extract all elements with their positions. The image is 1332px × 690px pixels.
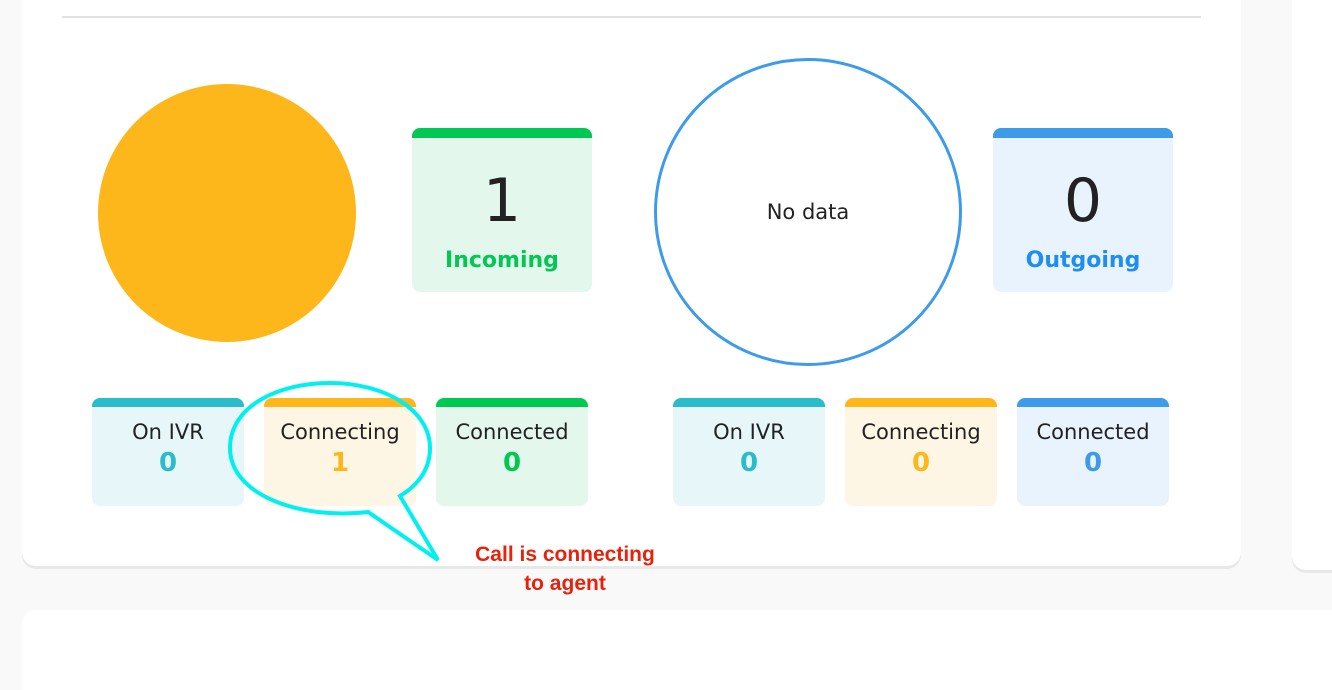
stat-value: 1: [330, 448, 350, 478]
card-accent-bar: [412, 128, 592, 138]
incoming-total-card: 1 Incoming: [412, 128, 592, 292]
stat-label: On IVR: [713, 420, 785, 444]
incoming-connecting-card: Connecting 1: [264, 398, 416, 506]
card-accent-bar: [845, 398, 997, 407]
card-accent-bar: [1017, 398, 1169, 407]
card-accent-bar: [92, 398, 244, 407]
card-accent-bar: [673, 398, 825, 407]
outgoing-label: Outgoing: [1025, 248, 1141, 273]
incoming-label: Incoming: [445, 248, 559, 273]
annotation-line-2: to agent: [524, 572, 606, 595]
stat-value: 0: [739, 448, 759, 478]
stat-value: 0: [502, 448, 522, 478]
incoming-on-ivr-card: On IVR 0: [92, 398, 244, 506]
card-accent-bar: [264, 398, 416, 407]
divider: [62, 16, 1201, 18]
annotation-note: Call is connecting to agent: [440, 540, 690, 598]
incoming-count: 1: [482, 166, 522, 236]
stat-label: Connected: [455, 420, 569, 444]
stat-value: 0: [158, 448, 178, 478]
side-card: [1292, 0, 1332, 570]
outgoing-count: 0: [1063, 166, 1103, 236]
stat-label: Connected: [1036, 420, 1150, 444]
outgoing-connected-card: Connected 0: [1017, 398, 1169, 506]
stat-label: Connecting: [861, 420, 981, 444]
incoming-connected-card: Connected 0: [436, 398, 588, 506]
outgoing-pie-chart: No data: [654, 58, 962, 366]
outgoing-total-card: 0 Outgoing: [993, 128, 1173, 292]
stat-value: 0: [911, 448, 931, 478]
stat-value: 0: [1083, 448, 1103, 478]
no-data-text: No data: [766, 200, 850, 224]
card-accent-bar: [436, 398, 588, 407]
stat-label: Connecting: [280, 420, 400, 444]
outgoing-connecting-card: Connecting 0: [845, 398, 997, 506]
outgoing-on-ivr-card: On IVR 0: [673, 398, 825, 506]
annotation-line-1: Call is connecting: [475, 543, 655, 566]
annotation-speech-bubble: [227, 380, 440, 562]
card-accent-bar: [993, 128, 1173, 138]
stat-label: On IVR: [132, 420, 204, 444]
incoming-pie-chart[interactable]: [98, 84, 356, 342]
